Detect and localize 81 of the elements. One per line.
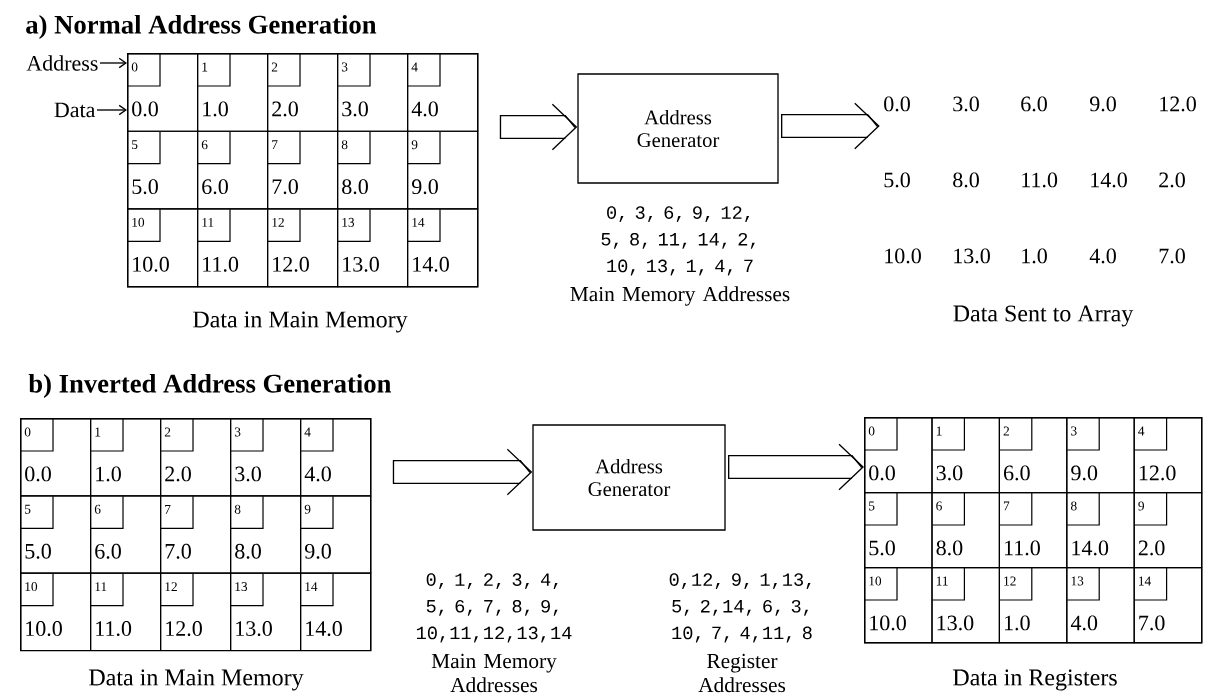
memory-cell: 2 2.0	[160, 418, 232, 497]
memory-cell: 13 13.0	[337, 208, 409, 288]
memory-cell: 0 0.0	[20, 418, 92, 497]
memory-cell: 0 0.0	[127, 53, 199, 132]
data-value: 13.0	[954, 248, 990, 264]
memory-cell: 8 8.0	[337, 130, 409, 210]
memory-cell: 3 3.0	[337, 53, 409, 132]
memory-cell: 12 12.0	[160, 572, 232, 652]
address-list: 0,12, 9, 1,13, 5, 2,14, 6, 3, 10, 7, 4,11, 8	[669, 573, 812, 643]
memory-cell: 6 8.0	[931, 492, 1000, 569]
heading: a) Normal Address Generation	[26, 14, 377, 40]
memory-cell: 4 4.0	[407, 53, 479, 132]
data-value: 0.0	[884, 96, 910, 112]
memory-cell: 11 13.0	[931, 567, 1000, 644]
memory-cell: 13 4.0	[1066, 567, 1135, 644]
caption: Main Memory Addresses	[570, 286, 790, 306]
data-value: 6.0	[1021, 96, 1047, 112]
memory-cell: 5 5.0	[864, 492, 933, 569]
memory-cell: 3 9.0	[1066, 417, 1135, 494]
caption: Main Memory Addresses	[431, 653, 557, 693]
memory-cell: 5 5.0	[20, 495, 92, 574]
arrow	[781, 102, 880, 150]
memory-cell: 7 11.0	[998, 492, 1068, 569]
node-label: Data in Registers	[953, 669, 1117, 691]
data-value: 11.0	[1022, 172, 1058, 188]
node-label: Data in Main Memory	[193, 311, 408, 333]
memory-cell: 5 5.0	[127, 130, 199, 210]
memory-cell: 2 6.0	[998, 417, 1068, 494]
data-value: 3.0	[953, 96, 979, 112]
memory-cell: 10 10.0	[864, 567, 933, 644]
memory-cell: 12 1.0	[998, 567, 1068, 644]
generator-box: Address Generator	[577, 73, 779, 184]
memory-cell: 4 4.0	[300, 418, 372, 497]
memory-cell: 11 11.0	[197, 208, 269, 288]
address-list: 0, 3, 6, 9, 12, 5, 8, 11, 14, 2, 10, 13, 1, 4, 7	[601, 206, 755, 276]
memory-cell: 13 13.0	[230, 572, 302, 652]
address-list: 0, 1, 2, 3, 4, 5, 6, 7, 8, 9, 10,11,12,13,14	[416, 573, 572, 643]
memory-cell: 9 9.0	[300, 495, 372, 574]
data-value: 8.0	[953, 172, 979, 188]
data-value: 12.0	[1160, 96, 1196, 112]
group-label: Data Sent to Array	[953, 305, 1134, 327]
data-value: 14.0	[1091, 172, 1127, 188]
memory-cell: 11 11.0	[90, 572, 162, 652]
node-label: Data in Main Memory	[89, 669, 304, 691]
memory-cell: 14 14.0	[300, 572, 372, 652]
leader-line	[99, 57, 127, 69]
memory-cell: 9 9.0	[407, 130, 479, 210]
memory-cell: 10 10.0	[20, 572, 92, 652]
generator-box: Address Generator	[532, 424, 726, 531]
memory-cell: 8 14.0	[1066, 492, 1135, 569]
arrow	[728, 443, 864, 491]
memory-cell: 7 7.0	[267, 130, 339, 210]
memory-cell: 6 6.0	[90, 495, 162, 574]
data-value: 5.0	[884, 172, 910, 188]
memory-cell: 0 0.0	[864, 417, 933, 494]
memory-cell: 8 8.0	[230, 495, 302, 574]
memory-cell: 2 2.0	[267, 53, 339, 132]
memory-cell: 6 6.0	[197, 130, 269, 210]
memory-cell: 1 1.0	[90, 418, 162, 497]
memory-cell: 10 10.0	[127, 208, 199, 288]
memory-cell: 7 7.0	[160, 495, 232, 574]
data-value: 9.0	[1090, 96, 1116, 112]
arrow	[392, 448, 533, 496]
caption: Register Addresses	[698, 653, 786, 693]
memory-cell: 14 14.0	[407, 208, 479, 288]
leader-label: Address	[26, 55, 98, 71]
memory-cell: 1 1.0	[197, 53, 269, 132]
memory-cell: 1 3.0	[931, 417, 1000, 494]
leader-line	[96, 104, 127, 116]
memory-cell: 9 2.0	[1133, 492, 1203, 569]
memory-cell: 14 7.0	[1133, 567, 1203, 644]
data-value: 7.0	[1159, 248, 1185, 264]
leader-label: Data	[54, 102, 96, 118]
memory-cell: 12 12.0	[267, 208, 339, 288]
data-value: 4.0	[1089, 248, 1116, 264]
data-value: 2.0	[1159, 172, 1185, 188]
heading: b) Inverted Address Generation	[28, 373, 392, 399]
memory-cell: 4 12.0	[1133, 417, 1203, 494]
memory-cell: 3 3.0	[230, 418, 302, 497]
data-value: 1.0	[1022, 248, 1047, 264]
data-value: 10.0	[885, 248, 921, 264]
